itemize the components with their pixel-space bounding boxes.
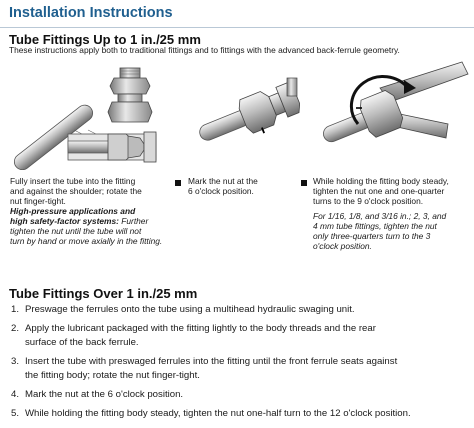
swaging-steps-list: 1. Preswage the ferrules onto the tube u… [11,303,471,426]
section1-heading: Tube Fittings Up to 1 in./25 mm [9,32,201,47]
figure2-caption: Mark the nut at the 6 o'clock position. [188,176,258,196]
tube-insertion-illustration [13,67,157,170]
figure3-caption: While holding the fitting body steady, t… [313,176,449,251]
page-title: Installation Instructions [9,5,173,21]
page-header: Installation Instructions [0,0,474,28]
section2-heading: Tube Fittings Over 1 in./25 mm [9,286,198,301]
mark-nut-illustration [199,77,300,141]
bullet-marker [301,180,307,186]
section1-intro: These instructions apply both to traditi… [9,45,400,55]
tighten-wrench-illustration [323,61,469,143]
list-item: 2. Apply the lubricant packaged with the… [11,323,376,348]
list-item: 3. Insert the tube with preswaged ferrul… [11,356,398,381]
figure1-caption: Fully insert the tube into the fitting a… [10,176,163,246]
list-item: 1. Preswage the ferrules onto the tube u… [11,304,355,315]
bullet-marker [175,180,181,186]
list-item: 4. Mark the nut at the 6 o'clock positio… [11,389,184,400]
list-item: 5. While holding the fitting body steady… [11,408,411,419]
